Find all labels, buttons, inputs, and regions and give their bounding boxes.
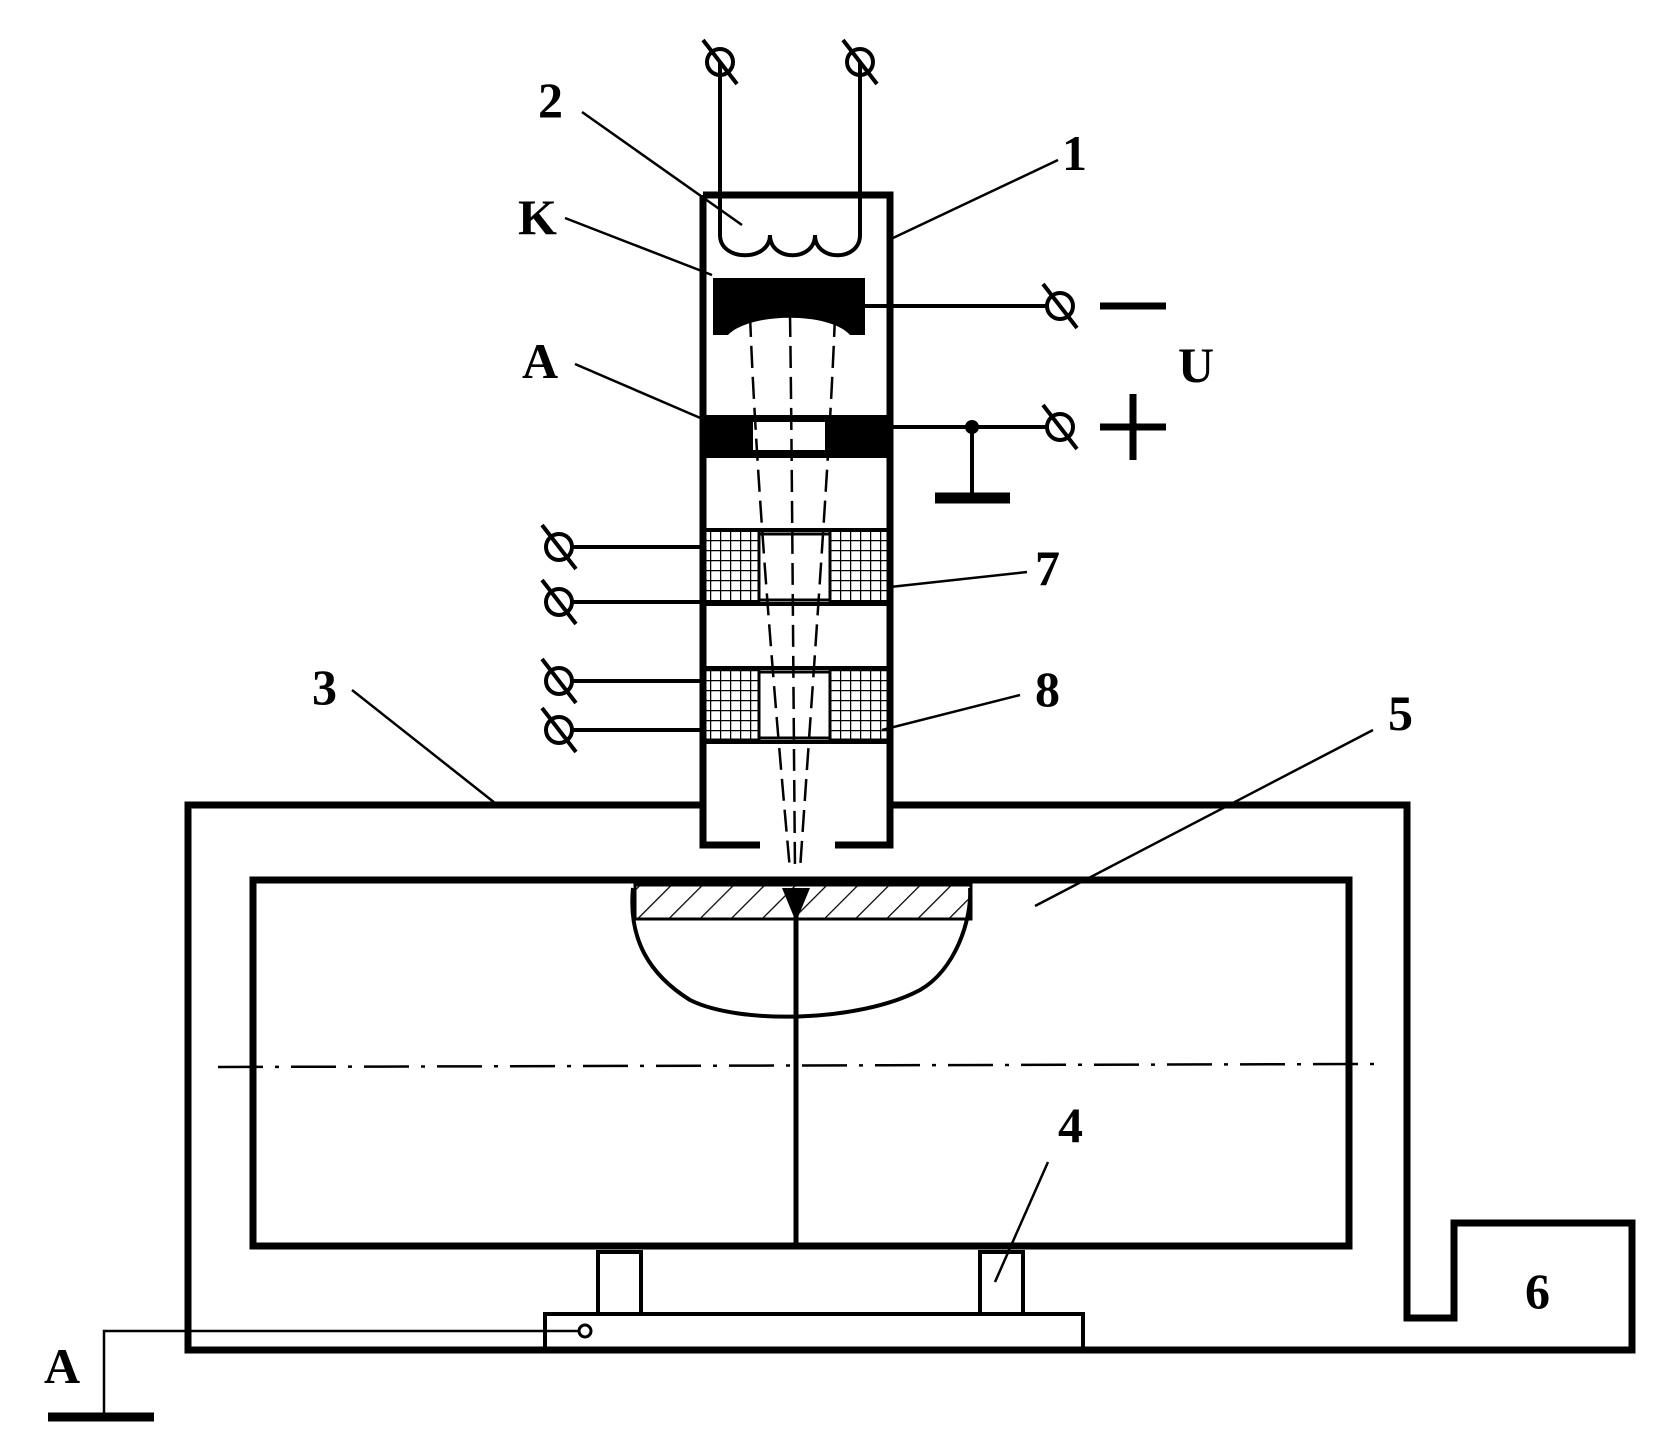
leader-8 [881,693,1021,732]
cathode-terminal [1041,282,1079,330]
label-2: 2 [538,72,563,128]
label-5: 5 [1388,685,1413,741]
leader-a [574,362,706,422]
gun-housing [699,191,894,849]
electron-beam [748,314,837,871]
deflecting-coil-terminal-2 [540,706,578,754]
plus-sign-mark [1100,394,1166,460]
table-base [543,1312,1085,1352]
focusing-coil-left [701,528,761,604]
label-minus: — [1097,319,1098,321]
label-4: 4 [1058,1097,1083,1153]
leader-5 [1034,728,1374,908]
leader-4 [993,1161,1050,1283]
anode [703,415,890,458]
label-k: K [518,189,557,245]
table-ground-terminal [577,1323,593,1339]
label-6: 6 [1525,1263,1550,1319]
focusing-coil-terminal-2 [540,578,578,626]
focusing-coil-core [757,532,832,602]
label-1: 1 [1062,125,1087,181]
deflecting-coil-left [701,666,761,742]
filament-terminal-left [701,38,739,86]
label-ground-a: A [44,1338,80,1394]
workpiece [249,876,1353,1250]
ground-wire [102,1329,579,1415]
leader-lines [351,110,1374,1283]
support-left [596,1250,643,1316]
anode-terminal [1041,403,1079,451]
support-right [978,1250,1025,1316]
centre-axis [217,1062,1376,1069]
deflecting-coil-terminal-1 [540,657,578,705]
deflecting-coil-right [828,666,892,742]
leader-1 [892,158,1059,240]
label-3: 3 [312,659,337,715]
leader-k [564,216,713,277]
label-7: 7 [1035,540,1060,596]
leader-7 [889,570,1028,589]
weld-pool [630,887,973,1019]
filament [718,205,862,258]
filament-terminal-right [841,38,879,86]
vacuum-chamber [184,801,1636,1354]
focusing-coil-terminal-1 [540,523,578,571]
label-u: U [1178,337,1214,393]
leader-3 [351,689,496,804]
label-a: A [522,333,558,389]
label-8: 8 [1035,661,1060,717]
leader-2 [581,110,743,227]
label-plus: + [1120,439,1121,441]
focusing-coil-right [828,528,892,604]
